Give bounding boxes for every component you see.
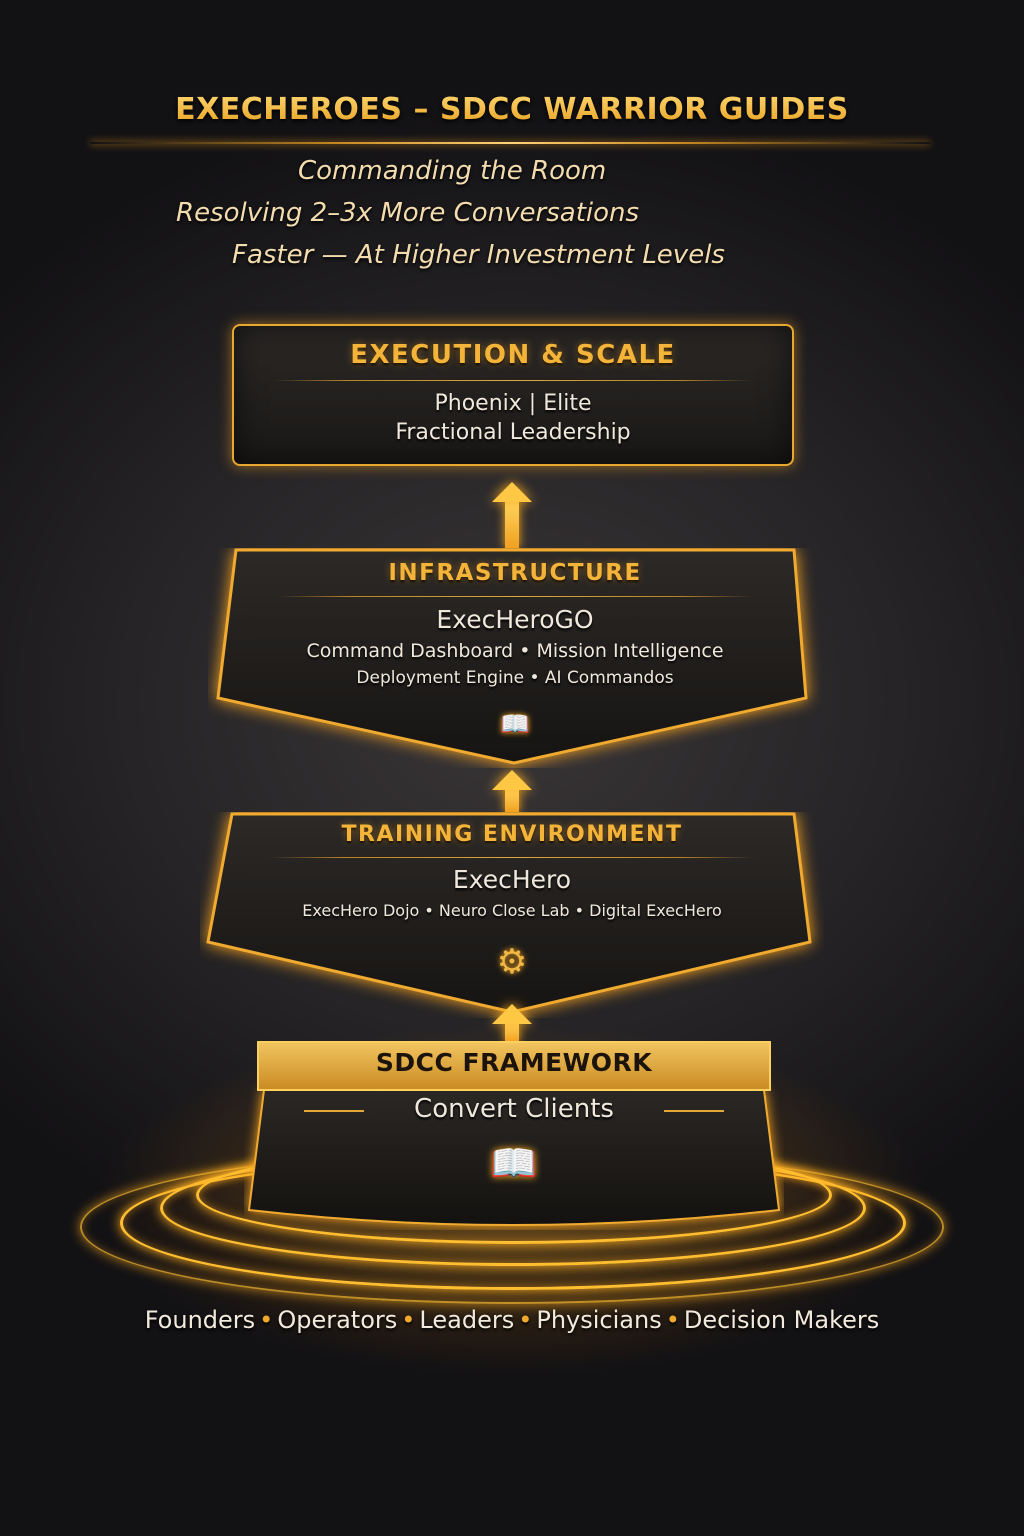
tier-product: ExecHeroGO bbox=[436, 605, 594, 634]
tier-line: Deployment Engine • AI Commandos bbox=[356, 668, 674, 688]
tier-product: Convert Clients bbox=[414, 1094, 614, 1124]
separator-dot: • bbox=[518, 1306, 533, 1334]
tier-sdcc-framework: SDCC FRAMEWORK Convert Clients 📖 bbox=[244, 1040, 784, 1230]
audience-item: Physicians bbox=[536, 1306, 662, 1334]
audience-list: Founders•Operators•Leaders•Physicians•De… bbox=[0, 1306, 1024, 1334]
decorative-line bbox=[304, 1110, 364, 1112]
audience-item: Operators bbox=[277, 1306, 398, 1334]
separator-dot: • bbox=[665, 1306, 680, 1334]
up-arrow-icon bbox=[492, 770, 532, 812]
tier-title: SDCC FRAMEWORK bbox=[375, 1048, 653, 1077]
tier-execution-scale: EXECUTION & SCALE Phoenix | Elite Fracti… bbox=[232, 324, 794, 466]
tier-line: Phoenix | Elite bbox=[434, 391, 592, 416]
tier-infrastructure: INFRASTRUCTURE ExecHeroGO Command Dashbo… bbox=[208, 548, 822, 768]
tier-line: Command Dashboard • Mission Intelligence bbox=[306, 640, 724, 662]
tier-title: INFRASTRUCTURE bbox=[388, 560, 642, 586]
tier-line: Fractional Leadership bbox=[395, 420, 631, 445]
separator-dot: • bbox=[259, 1306, 274, 1334]
gear-emblem-icon: ⚙ bbox=[496, 942, 528, 982]
subtitle-line-3: Faster — At Higher Investment Levels bbox=[232, 240, 725, 270]
audience-item: Decision Makers bbox=[683, 1306, 880, 1334]
tier-line: ExecHero Dojo • Neuro Close Lab • Digita… bbox=[302, 901, 722, 920]
tier-title: EXECUTION & SCALE bbox=[350, 340, 676, 370]
decorative-line bbox=[664, 1110, 724, 1112]
tier-shield-shape bbox=[206, 812, 812, 1014]
page-title: EXECHEROES – SDCC WARRIOR GUIDES bbox=[0, 92, 1024, 127]
tier-shield-shape bbox=[216, 548, 808, 765]
tier-training-environment: TRAINING ENVIRONMENT ExecHero ExecHero D… bbox=[200, 812, 824, 1018]
open-book-icon: 📖 bbox=[490, 1141, 538, 1185]
tier-title: TRAINING ENVIRONMENT bbox=[341, 822, 683, 847]
tier-product: ExecHero bbox=[452, 865, 572, 894]
audience-item: Founders bbox=[144, 1306, 256, 1334]
up-arrow-icon bbox=[492, 482, 532, 548]
separator-dot: • bbox=[401, 1306, 416, 1334]
pedestal-shape bbox=[247, 1041, 781, 1226]
audience-item: Leaders bbox=[419, 1306, 515, 1334]
up-arrow-icon bbox=[492, 1004, 532, 1042]
subtitle-line-1: Commanding the Room bbox=[298, 156, 607, 186]
tier-divider bbox=[270, 857, 754, 858]
tier-divider bbox=[278, 596, 752, 597]
book-laurel-icon: 📖 bbox=[500, 710, 530, 738]
subtitle-line-2: Resolving 2–3x More Conversations bbox=[176, 198, 640, 228]
tier-divider bbox=[274, 380, 752, 381]
title-divider bbox=[90, 142, 930, 144]
